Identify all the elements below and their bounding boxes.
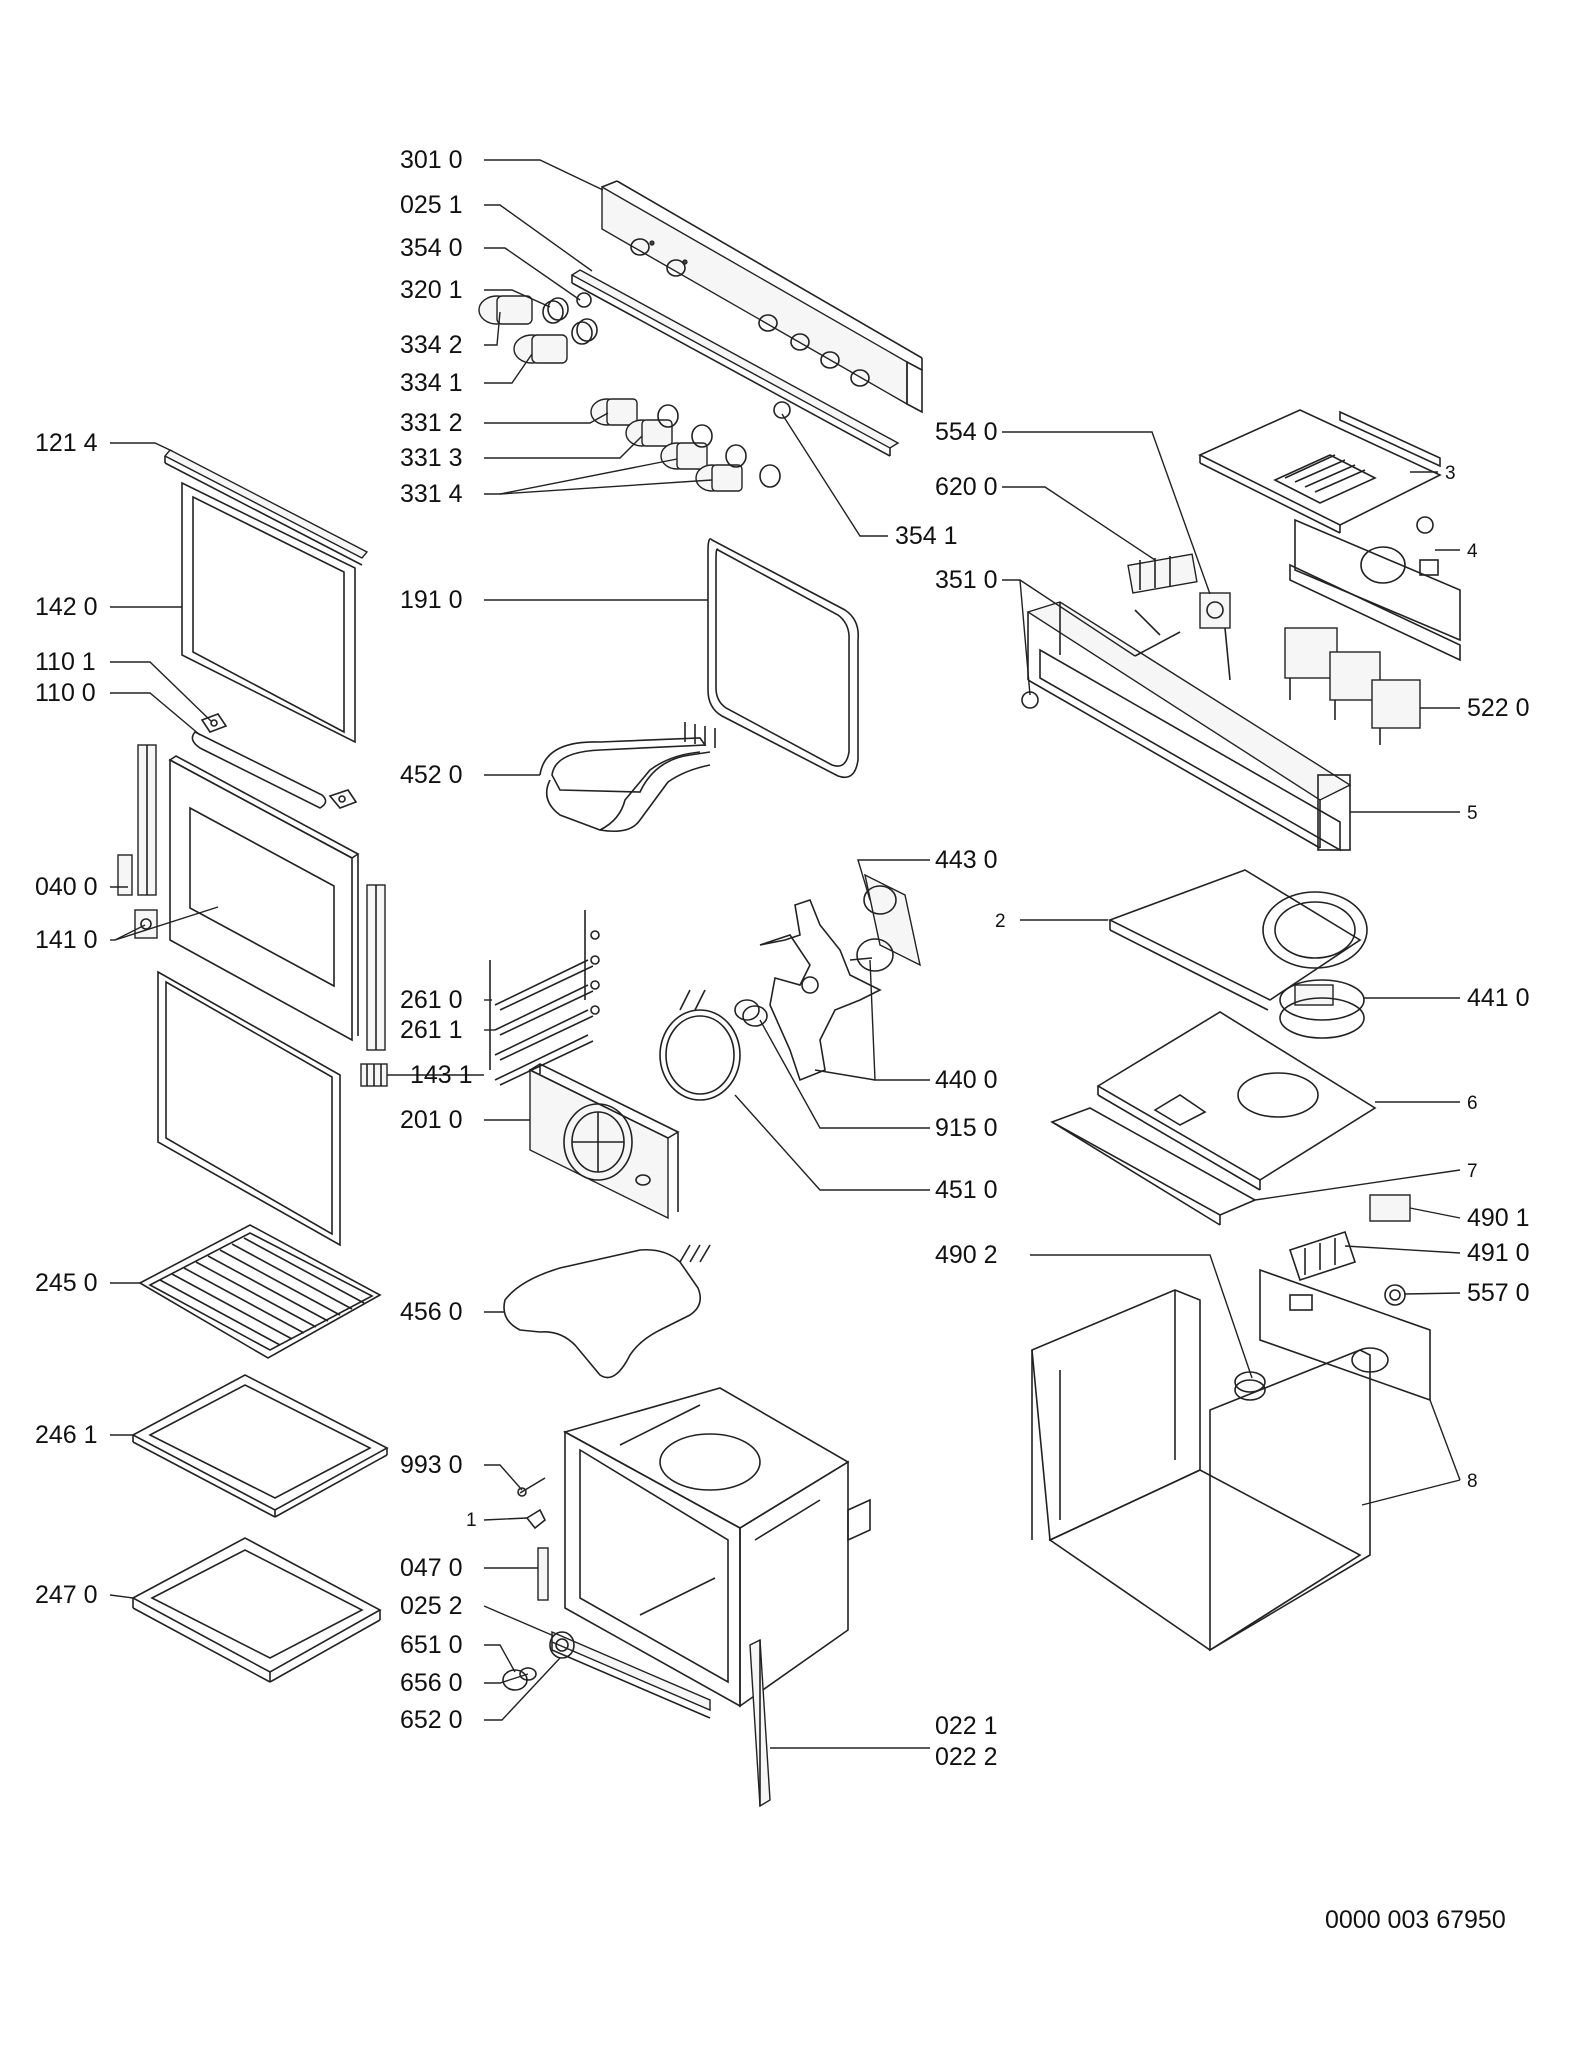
door-hinges [117, 744, 386, 1051]
door-top-trim [163, 449, 369, 566]
top-grill-element [539, 722, 716, 833]
fan-adapter [734, 999, 768, 1027]
callout-label-5220: 522 0 [1467, 694, 1530, 722]
callout-label-1100: 110 0 [35, 679, 96, 707]
callout-label-3510: 351 0 [935, 566, 998, 594]
callout-label-4400: 440 0 [935, 1066, 998, 1094]
callout-label-4430: 443 0 [935, 846, 998, 874]
callout-label-3312: 331 2 [400, 409, 463, 437]
oven-cavity [562, 1387, 871, 1708]
callout-label-1101: 110 1 [35, 648, 96, 676]
callout-label-5540: 554 0 [935, 418, 998, 446]
callout-label-4560: 456 0 [400, 1298, 463, 1326]
callout-label-1214: 121 4 [35, 429, 98, 457]
control-panel-fascia [601, 180, 923, 414]
fan-hood [1107, 869, 1368, 1039]
callout-label-6510: 651 0 [400, 1631, 463, 1659]
callout-label-4410: 441 0 [1467, 984, 1530, 1012]
callout-label-1431: 143 1 [410, 1061, 473, 1089]
electrical-components [1288, 1194, 1411, 1306]
callout-label-9930: 993 0 [400, 1451, 463, 1479]
callout-label-2450: 245 0 [35, 1269, 98, 1297]
callout-label-2010: 201 0 [400, 1106, 463, 1134]
part-drawings [117, 180, 1461, 1808]
callout-label-ref-5: 5 [1467, 803, 1478, 824]
bottom-heating-element [503, 1244, 711, 1379]
callout-label-0251: 025 1 [400, 191, 463, 219]
callout-label-1420: 142 0 [35, 593, 98, 621]
callout-label-9150: 915 0 [935, 1114, 998, 1142]
callout-label-6520: 652 0 [400, 1706, 463, 1734]
small-fixings [517, 1477, 549, 1601]
control-module [1284, 627, 1421, 745]
callout-label-3313: 331 3 [400, 444, 463, 472]
callout-label-0221: 022 1 [935, 1712, 998, 1740]
circular-heating-element [659, 989, 741, 1101]
shelf-support-racks [489, 910, 600, 1086]
fan-cover [528, 1063, 680, 1220]
callout-label-3540: 354 0 [400, 234, 463, 262]
callout-label-3201: 320 1 [400, 276, 463, 304]
callout-label-ref-6: 6 [1467, 1093, 1478, 1114]
control-bracket [1021, 601, 1352, 852]
callout-label-0470: 047 0 [400, 1554, 463, 1582]
callout-label-4510: 451 0 [935, 1176, 998, 1204]
callout-label-5570: 557 0 [1467, 1279, 1530, 1307]
callout-label-1910: 191 0 [400, 586, 463, 614]
side-trim-strip [749, 1638, 771, 1808]
leader-lines [109, 159, 1461, 1749]
callout-label-ref-2: 2 [995, 911, 1006, 932]
callout-label-0252: 025 2 [400, 1592, 463, 1620]
callout-label-4520: 452 0 [400, 761, 463, 789]
callout-label-ref-3: 3 [1445, 463, 1456, 484]
inner-door-glass [168, 755, 360, 1042]
thermostat-and-switch [1127, 553, 1231, 681]
callout-labels: 301 0 025 1 354 0 320 1 334 2 334 1 331 … [35, 146, 1530, 1771]
callout-label-0400: 040 0 [35, 873, 98, 901]
callout-label-2461: 246 1 [35, 1421, 98, 1449]
callout-label-2470: 247 0 [35, 1581, 98, 1609]
callout-label-3314: 331 4 [400, 480, 463, 508]
wire-shelf [138, 1224, 382, 1359]
callout-label-1410: 141 0 [35, 926, 98, 954]
control-knobs [478, 292, 791, 492]
document-id: 0000 003 67950 [1325, 1906, 1506, 1934]
callout-label-0222: 022 2 [935, 1743, 998, 1771]
callout-label-ref-8: 8 [1467, 1471, 1478, 1492]
callout-label-4902: 490 2 [935, 1241, 998, 1269]
baking-tray [131, 1374, 389, 1518]
callout-label-3010: 301 0 [400, 146, 463, 174]
callout-label-1: 1 [466, 1510, 477, 1531]
callout-label-ref-7: 7 [1467, 1161, 1478, 1182]
oven-lamp-parts [502, 1631, 575, 1691]
oven-door-seal [707, 538, 860, 779]
rear-cover-panel [1289, 516, 1461, 662]
bottom-strip [1050, 1107, 1257, 1226]
base-plate [1096, 1011, 1377, 1191]
door-handle [191, 713, 358, 809]
inner-door-frame [157, 970, 341, 1247]
outer-door-glass [181, 481, 356, 744]
callout-label-2610: 261 0 [400, 986, 463, 1014]
callout-label-4910: 491 0 [1467, 1239, 1530, 1267]
hinge-receiver [360, 1063, 388, 1087]
outer-casing [1031, 1268, 1431, 1652]
fascia-rail [570, 269, 900, 457]
callout-label-ref-4: 4 [1467, 541, 1478, 562]
fan-motor-assembly [759, 873, 921, 1082]
callout-label-4901: 490 1 [1467, 1204, 1530, 1232]
callout-label-3541: 354 1 [895, 522, 958, 550]
top-cover [1198, 409, 1442, 534]
callout-label-6560: 656 0 [400, 1669, 463, 1697]
deep-tray [131, 1537, 382, 1683]
callout-label-3342: 334 2 [400, 331, 463, 359]
callout-label-3341: 334 1 [400, 369, 463, 397]
callout-label-6200: 620 0 [935, 473, 998, 501]
callout-label-2611: 261 1 [400, 1016, 463, 1044]
